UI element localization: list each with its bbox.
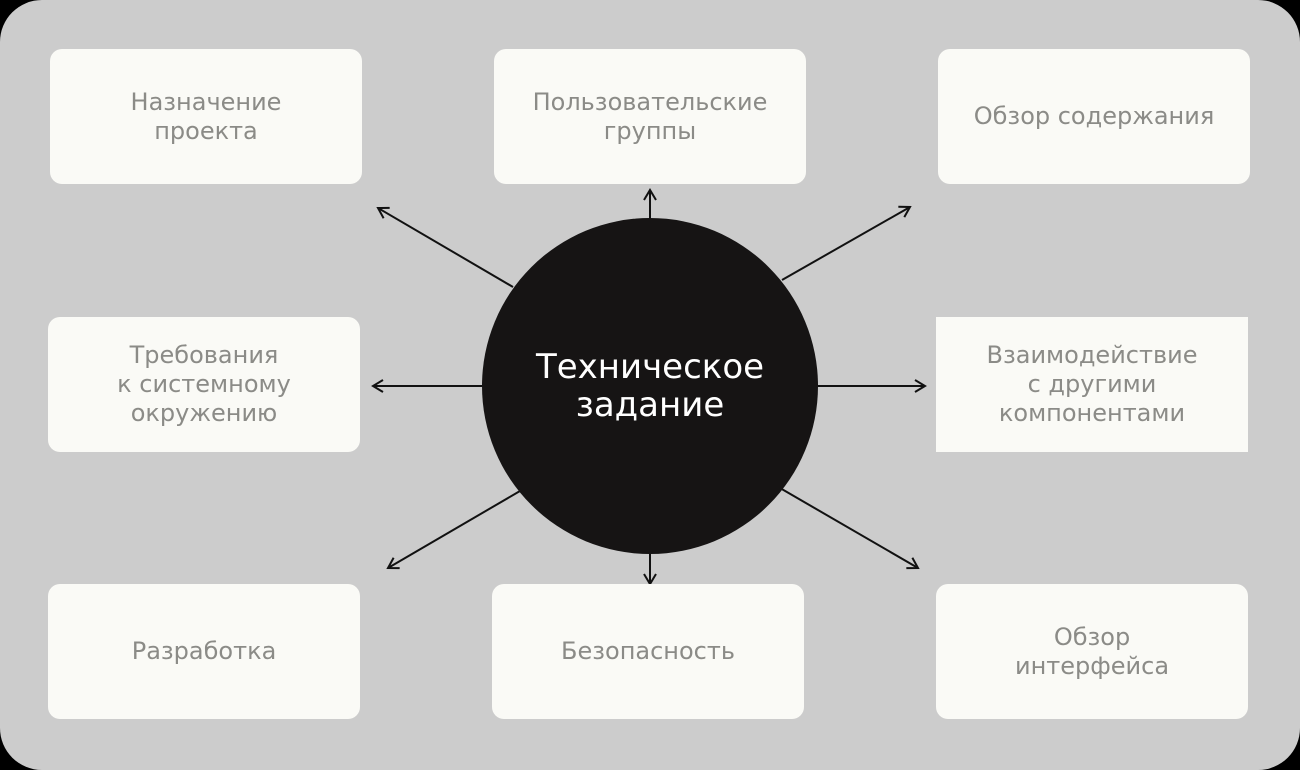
- node-security: Безопасность: [492, 584, 804, 719]
- center-node-technical-spec: Техническое задание: [482, 218, 818, 554]
- arrow-to-project-purpose: [376, 206, 514, 288]
- node-user-groups: Пользовательские группы: [494, 49, 806, 184]
- node-system-requirements: Требования к системному окружению: [48, 317, 360, 452]
- node-content-overview: Обзор содержания: [938, 49, 1250, 184]
- arrow-to-development: [386, 490, 521, 570]
- node-interface-overview: Обзор интерфейса: [936, 584, 1248, 719]
- node-development: Разработка: [48, 584, 360, 719]
- arrow-to-interface-overview: [779, 487, 920, 570]
- node-project-purpose: Назначение проекта: [50, 49, 362, 184]
- node-component-interaction: Взаимодействие с другими компонентами: [936, 317, 1248, 452]
- arrow-to-content-overview: [781, 205, 912, 281]
